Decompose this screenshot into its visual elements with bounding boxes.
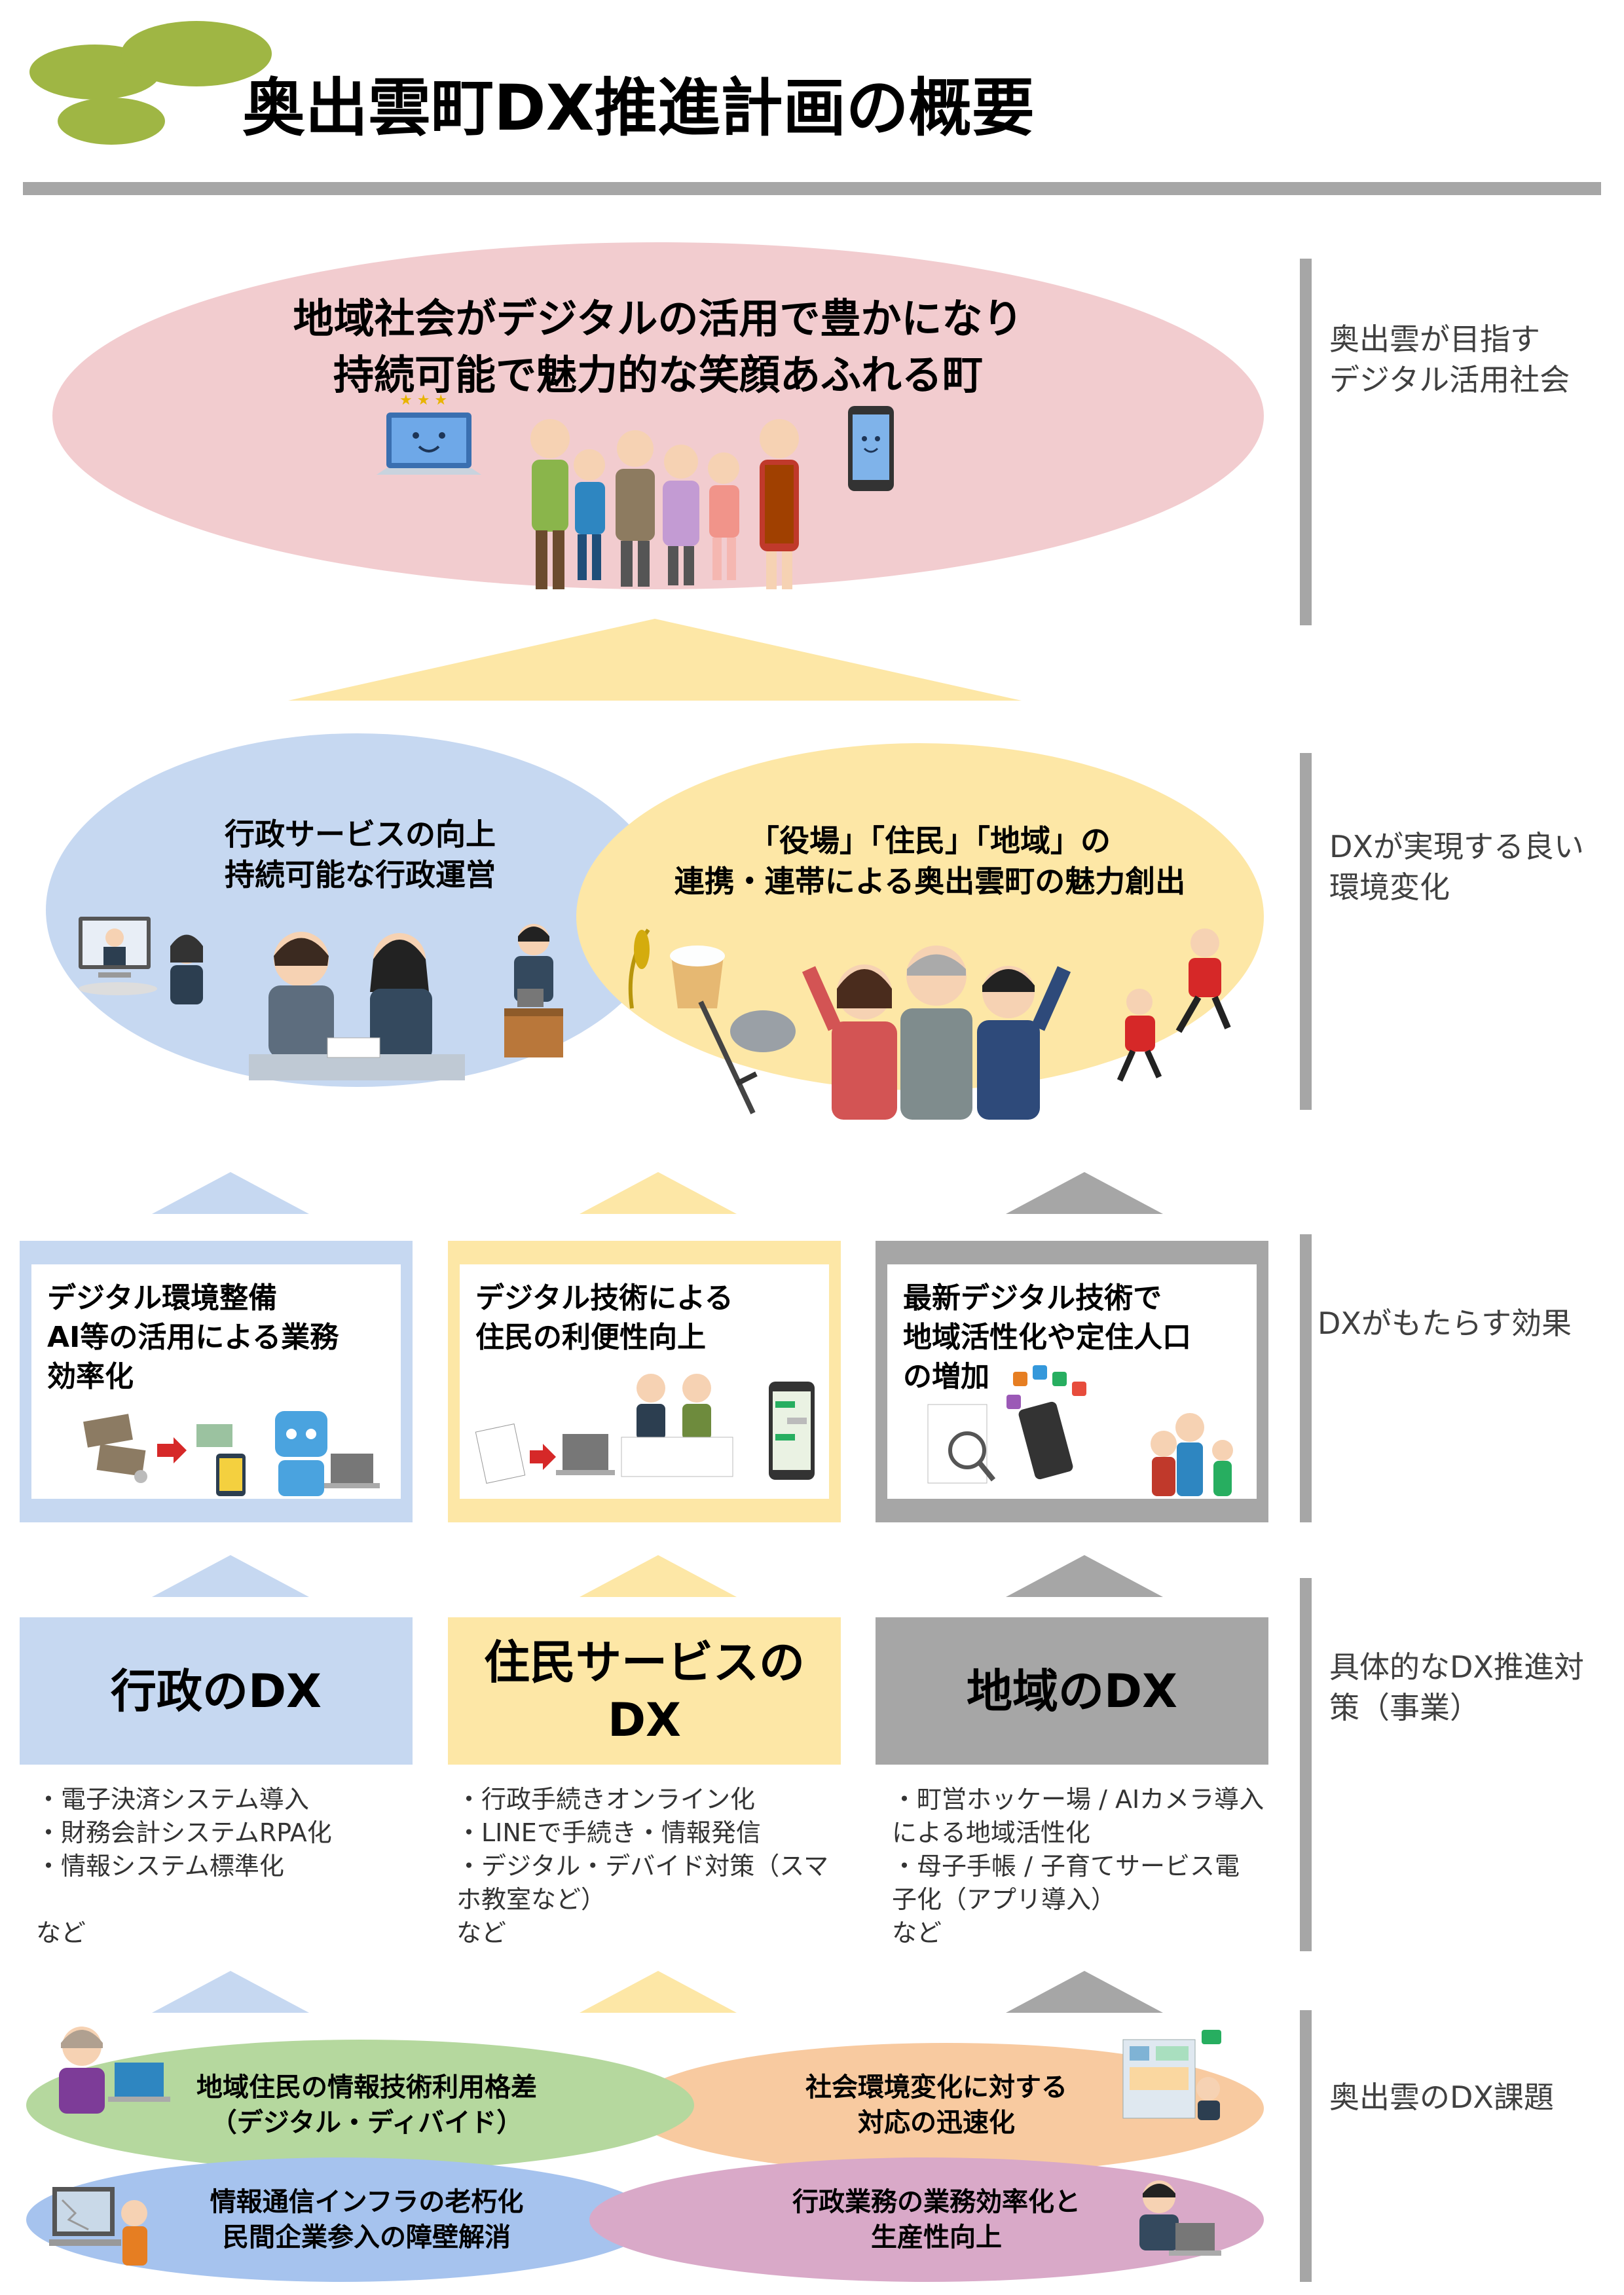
measure-1-title: 行政のDX <box>110 1664 322 1718</box>
issue-4-text: 行政業務の業務効率化と 生産性向上 <box>792 2187 1080 2252</box>
phone-smile-illustration <box>845 403 897 494</box>
side-label-effects: DXがもたらす効果 <box>1318 1306 1572 1341</box>
vision-text: 地域社会がデジタルの活用で豊かになり 持続可能で魅力的な笑顔あふれる町 <box>293 295 1024 399</box>
side-bar-measures <box>1300 1578 1312 1951</box>
laptop-smile-illustration: ★ ★ ★ <box>373 392 485 491</box>
svg-text:★ ★ ★: ★ ★ ★ <box>399 393 447 409</box>
side-bar-vision <box>1300 259 1312 625</box>
side-label-change: DXが実現する良い 環境変化 <box>1329 829 1584 905</box>
change-left-ellipse <box>46 733 668 1087</box>
measure-2-items: ・行政手続きオンライン化 ・LINEで手続き・情報発信 ・デジタル・デバイド対策… <box>456 1785 829 1947</box>
family-group-illustration <box>517 413 832 596</box>
counter-service-illustration <box>249 907 465 1084</box>
effect-card-2: デジタル技術による 住民の利便性向上 <box>448 1241 841 1522</box>
vision-ellipse <box>52 242 1264 589</box>
video-call-illustration <box>72 910 216 1015</box>
measure-box-3: 地域のDX <box>876 1617 1268 1765</box>
side-bar-change <box>1300 753 1312 1110</box>
office-worker-illustration <box>1123 2174 1221 2272</box>
page-title: 奥出雲町DX推進計画の概要 <box>242 71 1035 145</box>
side-label-measures: 具体的なDX推進対 策（事業） <box>1329 1649 1584 1725</box>
effect-card-2-text: デジタル技術による 住民の利便性向上 <box>475 1281 733 1354</box>
cashless-robot-illustration <box>79 1398 380 1503</box>
change-right-text: 「役場」「住民」「地域」の 連携・連帯による奥出雲町の魅力創出 <box>674 823 1186 899</box>
arrow-up-blue-1 <box>152 1172 309 1214</box>
arrow-up-gray-2 <box>1006 1555 1163 1597</box>
side-label-vision: 奥出雲が目指す デジタル活用社会 <box>1329 321 1570 397</box>
arrow-up-blue-2 <box>152 1555 309 1597</box>
measure-box-1: 行政のDX <box>20 1617 413 1765</box>
arrow-up-yellow-3 <box>580 1971 737 2013</box>
old-server-illustration <box>49 2174 154 2272</box>
issue-1-text: 地域住民の情報技術利用格差 （デジタル・ディバイド） <box>196 2072 537 2138</box>
arrow-up-yellow-2 <box>580 1555 737 1597</box>
issue-3-text: 情報通信インフラの老朽化 民間企業参入の障壁解消 <box>210 2187 524 2252</box>
issue-ellipse-green <box>26 2040 694 2171</box>
arrow-up-gray-3 <box>1006 1971 1163 2013</box>
effect-card-3-text: 最新デジタル技術で 地域活性化や定住人口 の増加 <box>903 1281 1191 1393</box>
arrow-up-blue-3 <box>152 1971 309 2013</box>
online-procedure-illustration <box>468 1362 821 1506</box>
measure-1-items: ・電子決済システム導入 ・財務会計システムRPA化 ・情報システム標準化 など <box>36 1785 332 1947</box>
effect-card-1: デジタル環境整備 AI等の活用による業務 効率化 <box>20 1241 413 1522</box>
katana-iron-illustration <box>681 989 799 1120</box>
change-left-text: 行政サービスの向上 持続可能な行政運営 <box>225 817 496 892</box>
effect-card-3: 最新デジタル技術で 地域活性化や定住人口 の増加 <box>876 1241 1268 1522</box>
reception-desk-illustration <box>498 917 570 1061</box>
arrow-up-yellow-1 <box>580 1172 737 1214</box>
arrow-up-wide <box>288 619 1022 701</box>
measure-box-2: 住民サービスの DX <box>448 1617 841 1765</box>
side-label-issues: 奥出雲のDX課題 <box>1329 2080 1554 2115</box>
arrow-up-gray-1 <box>1006 1172 1163 1214</box>
side-bar-issues <box>1300 2010 1312 2282</box>
header-logo <box>13 13 288 151</box>
effect-card-1-text: デジタル環境整備 AI等の活用による業務 効率化 <box>47 1281 339 1393</box>
header-rule <box>23 182 1601 195</box>
measure-2-title: 住民サービスの DX <box>484 1635 805 1747</box>
measure-3-items: ・町営ホッケー場 / AIカメラ導入 による地域活性化 ・母子手帳 / 子育てサ… <box>892 1785 1264 1947</box>
hockey-players-illustration <box>1107 920 1238 1090</box>
side-bar-effects <box>1300 1234 1312 1522</box>
elderly-laptop-illustration <box>43 2017 174 2121</box>
issue-2-text: 社会環境変化に対する 対応の迅速化 <box>805 2072 1067 2138</box>
cheering-people-illustration <box>799 930 1074 1120</box>
rice-masu-illustration <box>612 923 737 1015</box>
analytics-apps-family-illustration <box>915 1365 1249 1503</box>
measure-3-title: 地域のDX <box>966 1664 1178 1718</box>
city-data-illustration <box>1116 2027 1228 2125</box>
